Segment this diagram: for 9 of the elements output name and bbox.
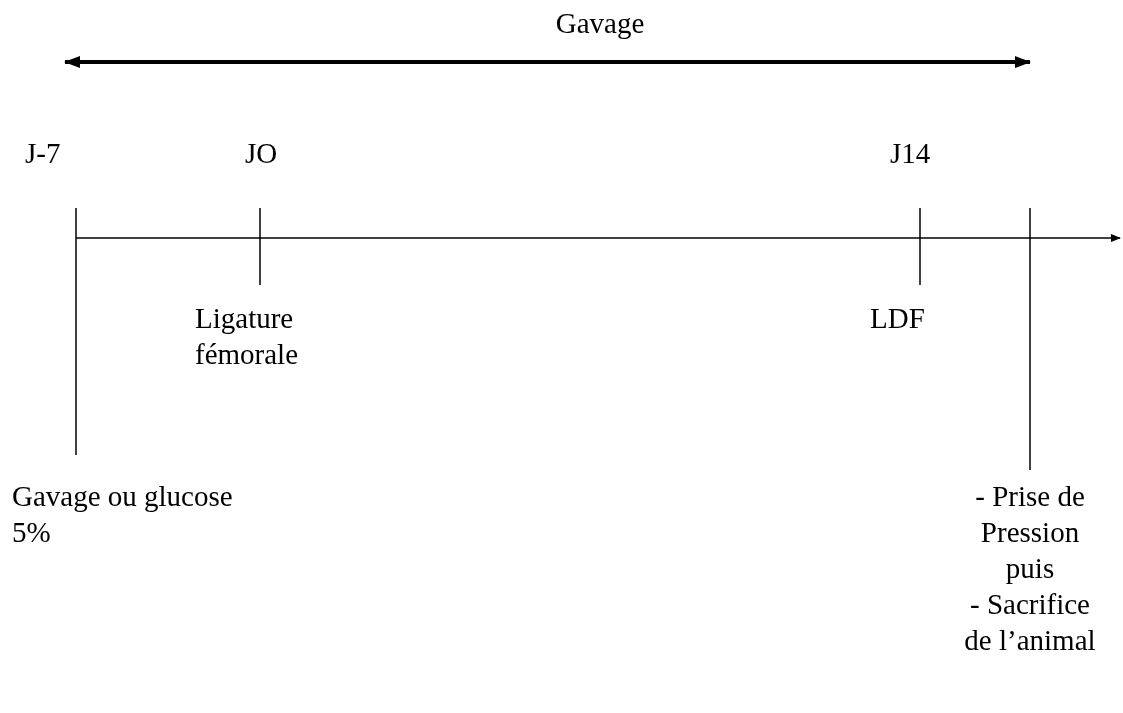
event-label: LDF: [870, 301, 926, 336]
day-label: J-7: [25, 136, 62, 171]
event-label: Ligature fémorale: [195, 301, 300, 372]
event-label: - Prise de Pression puis: [974, 479, 1086, 586]
event-label: Gavage ou glucose 5%: [12, 479, 234, 550]
period-label: Gavage: [554, 6, 646, 41]
day-label: J14: [890, 136, 932, 171]
day-label: JO: [245, 136, 279, 171]
event-label: - Sacrifice de l’animal: [963, 587, 1097, 658]
